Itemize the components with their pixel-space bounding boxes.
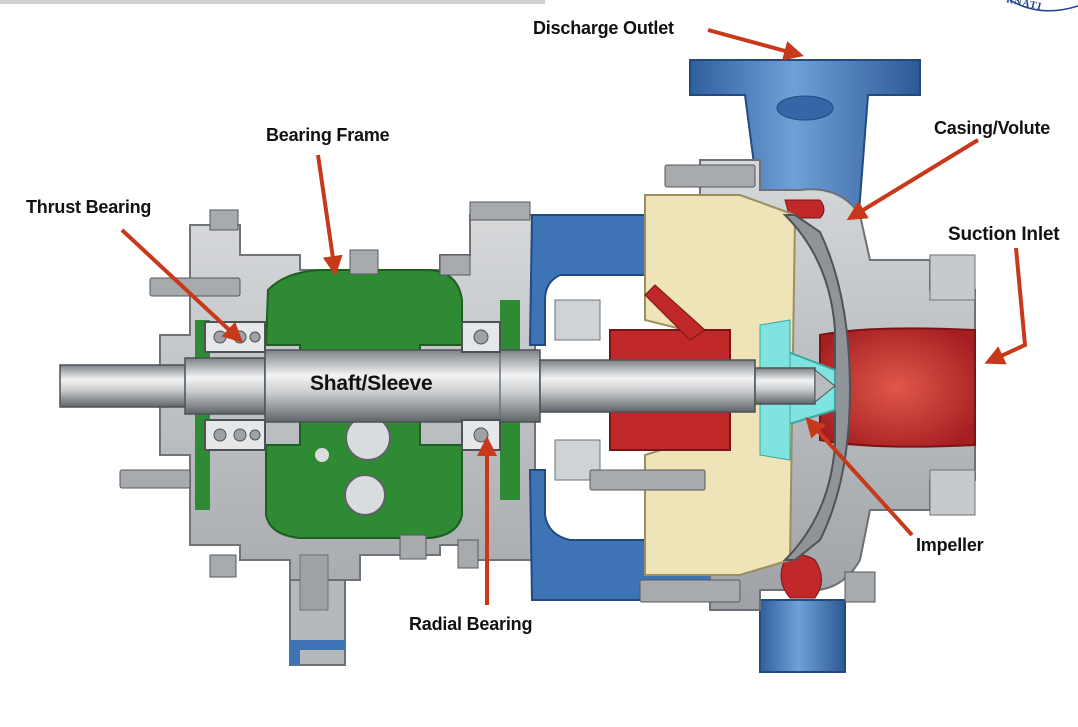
arrow-discharge-outlet — [707, 28, 804, 61]
label-radial-bearing: Radial Bearing — [409, 614, 533, 634]
shaft — [59, 349, 836, 423]
arrow-suction-inlet — [984, 247, 1028, 365]
label-discharge-outlet: Discharge Outlet — [533, 18, 674, 38]
frame-bolts — [119, 201, 531, 578]
casing-bolts — [589, 164, 876, 603]
arrow-bearing-frame — [316, 154, 343, 276]
arrow-thrust-bearing — [120, 228, 243, 343]
label-bearing-frame: Bearing Frame — [266, 125, 390, 145]
leader-arrows — [120, 28, 1028, 605]
label-suction-inlet: Suction Inlet — [948, 224, 1060, 245]
arrow-casing-volute — [846, 138, 980, 221]
top-border-bar — [0, 0, 545, 4]
label-impeller: Impeller — [916, 535, 984, 555]
label-thrust-bearing: Thrust Bearing — [26, 197, 152, 217]
label-casing-volute: Casing/Volute — [934, 118, 1051, 138]
logo-icon — [1009, 0, 1078, 12]
arrow-impeller — [805, 417, 914, 537]
label-shaft-sleeve: Shaft/Sleeve — [310, 372, 433, 395]
